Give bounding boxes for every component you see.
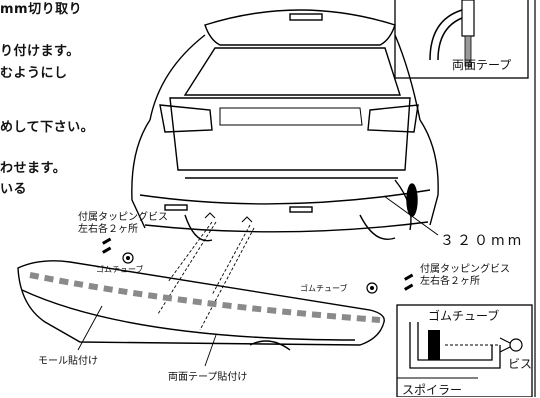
screw-label-right: 付属タッピングビス 左右各２ヶ所	[420, 264, 510, 288]
instruction-line-5: わせます。	[0, 161, 67, 176]
rear-spoiler-part	[17, 260, 385, 351]
tape-band	[29, 272, 381, 323]
screw-label-right-line1: 付属タッピングビス	[420, 264, 510, 275]
screw-icon-right	[404, 273, 414, 291]
rubber-tube-detail-inset	[396, 304, 533, 397]
instruction-line-2: り付けます。	[0, 44, 80, 59]
instruction-line-6: いる	[0, 182, 28, 197]
screw-label-left-line2: 左右各２ヶ所	[78, 224, 138, 235]
tape-detail-inset	[394, 0, 529, 79]
screw-icon-left	[102, 237, 112, 254]
instruction-line-1: mm切り取り	[0, 2, 83, 17]
rubber-tube-label-left: ゴムチューブ	[96, 265, 144, 274]
dimension-320mm: ３２０mm	[440, 233, 525, 249]
screw-label-left: 付属タッピングビス 左右各２ヶ所	[78, 212, 168, 236]
inset-screw-label: ビス	[508, 357, 533, 371]
rubber-tube-marker-right	[366, 282, 378, 294]
inset-spoiler-label: スポイラー	[402, 383, 463, 397]
screw-label-left-line1: 付属タッピングビス	[78, 212, 168, 223]
rubber-tube-label-right: ゴムチューブ	[300, 284, 348, 293]
guide-lines	[157, 221, 255, 331]
car-rear-view	[131, 9, 439, 242]
instruction-line-3: むようにし	[0, 66, 68, 81]
double-sided-tape-label: 両面テープ	[452, 58, 512, 72]
instruction-line-4: めして下さい。	[0, 120, 95, 135]
attachment-marks	[204, 212, 253, 223]
inset-rubber-tube-title: ゴムチューブ	[428, 309, 500, 323]
molding-attach-label: モール貼付け	[38, 356, 98, 367]
double-tape-attach-label: 両面テープ貼付け	[168, 372, 248, 383]
rubber-tube-marker-left	[122, 252, 134, 264]
screw-label-right-line2: 左右各２ヶ所	[420, 276, 480, 287]
